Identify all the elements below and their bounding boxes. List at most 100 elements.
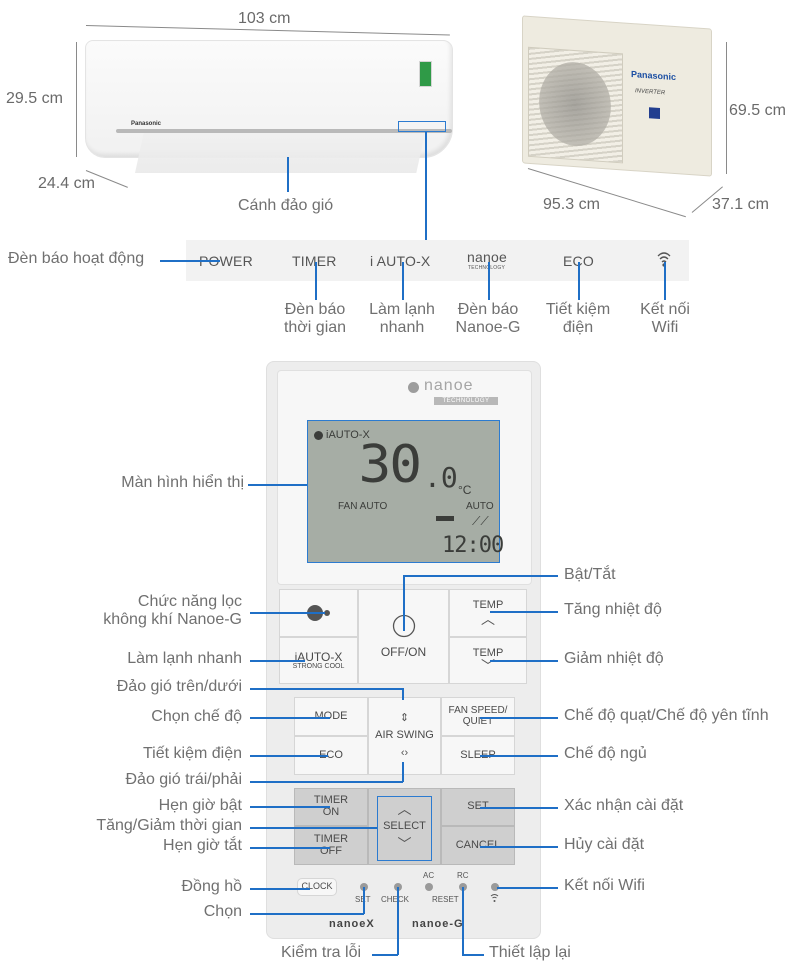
indoor-depth-label: 24.4 cm [38,175,95,192]
air-swing-label: AIR SWING [375,729,434,742]
outdoor-unit: Panasonic INVERTER [522,15,712,177]
select-up-icon: ︿ [397,800,412,817]
fan-speed-label: FAN SPEED/ [448,705,508,716]
timer-on-callout-line [250,806,330,808]
timer-off-button[interactable]: TIMER OFF [294,826,368,865]
lcd-nanoe-icon [314,431,323,440]
swing-horizontal-callout-line [250,781,403,783]
indoor-width-label: 103 cm [238,10,291,27]
select-time-callout-line [250,827,377,829]
certification-badge [649,107,660,120]
nanoe-callout-line [250,612,325,614]
clock-callout-line [250,888,310,890]
set-pin-callout: Chọn [203,903,242,920]
select-button[interactable]: ︿ SELECT ﹀ [368,788,441,865]
cancel-callout: Hủy cài đặt [564,836,645,853]
indicator-callout-line [425,132,427,240]
energy-label [419,61,432,87]
swing-vertical-callout-line [250,688,403,690]
power-callout-line [160,260,220,262]
eco-callout-line [578,262,580,300]
reset-label: RESET [432,895,459,904]
inverter-badge: INVERTER [635,88,666,97]
select-highlight-box [377,796,432,861]
cancel-button[interactable]: CANCEL [441,826,515,865]
mode-button[interactable]: MODE [294,697,368,736]
swing-vertical-callout: Đảo gió trên/dưới [116,678,242,695]
air-swing-button[interactable]: ⇕ AIR SWING ‹› [368,697,441,775]
lcd-unit: °C [458,483,472,497]
timer-off-callout-line [250,847,330,849]
select-down-icon: ﹀ [397,836,412,853]
strong-cool-label: STRONG COOL [292,663,345,671]
remote-technology-badge: TECHNOLOGY [434,397,498,405]
fan-speed-callout: Chế độ quạt/Chế độ yên tĩnh [564,707,769,724]
check-callout-rise [397,887,399,955]
lcd-airflow-icon: ⟋⟋ [472,514,489,528]
eco-indicator: ECO [563,253,594,269]
select-time-callout: Tăng/Giảm thời gian [96,817,242,834]
set-callout-line [480,807,558,809]
sleep-callout-line [480,755,558,757]
indoor-trim [116,129,452,133]
clock-button[interactable]: CLOCK [297,878,337,896]
outdoor-height-arrow [726,42,727,174]
reset-callout-line [462,954,484,956]
check-callout: Kiểm tra lỗi [281,944,362,961]
swing-horizontal-callout: Đảo gió trái/phải [125,771,242,788]
lcd-mode: iAUTO-X [326,429,370,441]
set-pin-callout-line [250,913,364,915]
display-callout-line [248,484,307,486]
swing-vertical-icon: ⇕ [399,712,410,725]
outdoor-brand: Panasonic [631,68,677,83]
indicator-panel: POWER TIMER i AUTO-X nanoe TECHNOLOGY EC… [186,240,689,281]
lcd-temperature-decimal: .0 [424,461,458,494]
rc-label: RC [457,871,469,880]
wifi-small-icon [490,893,499,905]
wifi-callout-line [664,262,666,300]
vane-callout-line [287,157,289,192]
indoor-height-label: 29.5 cm [6,90,63,107]
nanoex-logo: nanoeX [329,918,375,930]
remote-nanoe-logo: nanoe [424,377,474,394]
outdoor-height-label: 69.5 cm [729,102,786,119]
temp-up-callout: Tăng nhiệt độ [564,601,662,618]
quiet-label: QUIET [462,715,494,727]
quick-cool-callout: Làm lạnh nhanh [127,650,242,667]
set-callout: Xác nhận cài đặt [564,797,684,814]
wifi-pin[interactable] [491,883,499,891]
outdoor-width-label: 95.3 cm [543,196,600,213]
eco-label: ECO [319,748,343,761]
cancel-callout-line [480,846,558,848]
eco-button[interactable]: ECO [294,736,368,775]
ac-label: AC [423,871,435,880]
power-button-callout-line [403,575,558,577]
sleep-callout: Chế độ ngủ [564,745,647,762]
quick-cool-callout-line [250,660,305,662]
ac-reset-pin[interactable] [425,883,433,891]
timer-callout-line [315,262,317,300]
wifi-pin-callout-line [497,887,558,889]
temp-down-callout-line [490,660,558,662]
cancel-label: CANCEL [455,838,501,851]
swing-horizontal-callout-rise [402,762,404,782]
temp-down-button[interactable]: TEMP ﹀ [449,637,527,684]
chevron-down-icon: ﹀ [481,658,495,675]
nanoe-indicator: nanoe [467,249,507,265]
select-label: SELECT [383,819,426,832]
nanoe-logo-icon [408,382,419,393]
temp-up-button[interactable]: TEMP ︿ [449,589,527,637]
chevron-up-icon: ︿ [481,610,495,627]
mode-label: MODE [314,709,348,722]
iautox-indicator: i AUTO-X [370,253,431,269]
reset-callout: Thiết lập lại [489,944,571,961]
timer-off-sub: OFF [320,844,342,857]
fan-speed-button[interactable]: FAN SPEED/ QUIET [441,697,515,736]
timer-on-label: TIMER [313,794,349,807]
lcd-time: 12:00 [442,533,504,558]
mode-callout: Chọn chế độ [151,708,242,725]
